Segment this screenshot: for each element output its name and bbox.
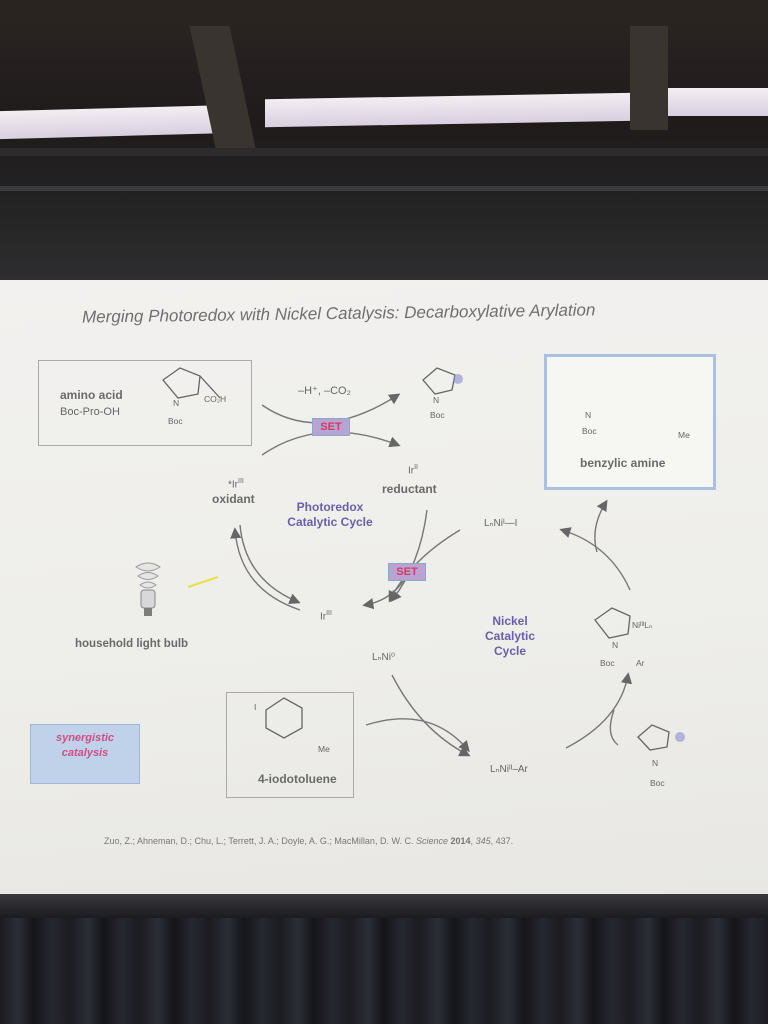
citation-year: 2014	[450, 836, 471, 846]
iridium-three-oxidation-state: III	[326, 610, 332, 617]
pyrrolidine-ring	[637, 724, 670, 751]
radical-bottom-boc: Boc	[650, 778, 665, 788]
iridium-three-symbol: Ir	[320, 611, 327, 623]
nickel-one-label: LₙNiᴵ—I	[484, 518, 518, 529]
boc-label: Boc	[168, 416, 183, 426]
light-bulb-icon	[135, 562, 161, 616]
amino-acid-name: Boc-Pro-OH	[60, 406, 120, 418]
iodotoluene-label: 4-iodotoluene	[258, 772, 337, 786]
radical-nitrogen-label: N	[433, 395, 440, 405]
iridium-three: IrIII	[320, 610, 332, 622]
iridium-two-symbol: Ir	[408, 465, 415, 477]
nickel-three-label: NiᴵᴵᴵLₙ	[632, 620, 653, 630]
amino-acid-label: amino acid	[60, 388, 123, 402]
nickel-cycle-label: Nickel Catalytic Cycle	[484, 614, 536, 658]
nickel-three-aryl: Ar	[636, 658, 645, 668]
ceiling-light-right	[668, 88, 768, 116]
citation: Zuo, Z.; Ahneman, D.; Chu, L.; Terrett, …	[104, 836, 514, 846]
product-boc-label: Boc	[582, 426, 597, 436]
excited-iridium: *IrIII	[228, 478, 244, 490]
benzylic-amine-box	[544, 354, 716, 490]
amino-acid-box	[38, 360, 252, 446]
nickel-zero-label: LₙNi⁰	[372, 652, 395, 663]
iridium-two: IrII	[408, 464, 418, 476]
ceiling-beam	[0, 148, 768, 156]
product-methyl-label: Me	[678, 430, 690, 440]
radical-boc-label: Boc	[430, 410, 445, 420]
product-nitrogen-label: N	[585, 410, 592, 420]
citation-volume: 345	[475, 836, 491, 846]
iodine-label: I	[254, 702, 257, 712]
ceiling	[0, 0, 768, 280]
pyrrolidine-ring	[422, 367, 456, 395]
carboxyl-label: CO₂H	[204, 394, 227, 404]
projected-slide: Merging Photoredox with Nickel Catalysis…	[0, 280, 768, 894]
benzene-ring	[265, 697, 303, 739]
nickel-two-aryl-label: LₙNiᴵᴵ–Ar	[490, 764, 528, 775]
nickel-three-boc: Boc	[600, 658, 615, 668]
excited-iridium-oxidation-state: III	[238, 478, 244, 485]
deprotonation-label: –H⁺, –CO₂	[298, 385, 351, 397]
citation-page: 437.	[495, 836, 514, 846]
excited-iridium-symbol: *Ir	[228, 479, 238, 491]
pyrrolidine-ring	[162, 367, 201, 399]
reductant-label: reductant	[382, 482, 437, 496]
citation-journal: Science	[415, 836, 448, 846]
radical-bottom-nitrogen: N	[652, 758, 659, 768]
ceiling-beam	[0, 0, 768, 26]
iridium-two-oxidation-state: II	[414, 464, 418, 471]
pyrrolidine-ring	[594, 607, 631, 639]
iodotoluene-box	[226, 692, 354, 798]
ceiling-light-center	[265, 92, 635, 128]
set-badge-middle: SET	[388, 563, 426, 581]
oxidant-label: oxidant	[212, 492, 255, 506]
set-badge-top: SET	[312, 418, 350, 436]
synergistic-catalysis-badge: synergistic catalysis	[30, 724, 140, 784]
benzylic-amine-label: benzylic amine	[580, 456, 666, 470]
ceiling-beam	[0, 186, 768, 191]
light-bulb-label: household light bulb	[75, 638, 189, 650]
toluene-methyl-label: Me	[318, 744, 330, 754]
ceiling-light-left	[0, 104, 235, 140]
nitrogen-label: N	[173, 398, 180, 408]
photoredox-cycle-label: Photoredox Catalytic Cycle	[287, 500, 373, 529]
nickel-three-nitrogen: N	[612, 640, 619, 650]
stage-edge	[0, 894, 768, 918]
citation-authors: Zuo, Z.; Ahneman, D.; Chu, L.; Terrett, …	[104, 836, 414, 846]
